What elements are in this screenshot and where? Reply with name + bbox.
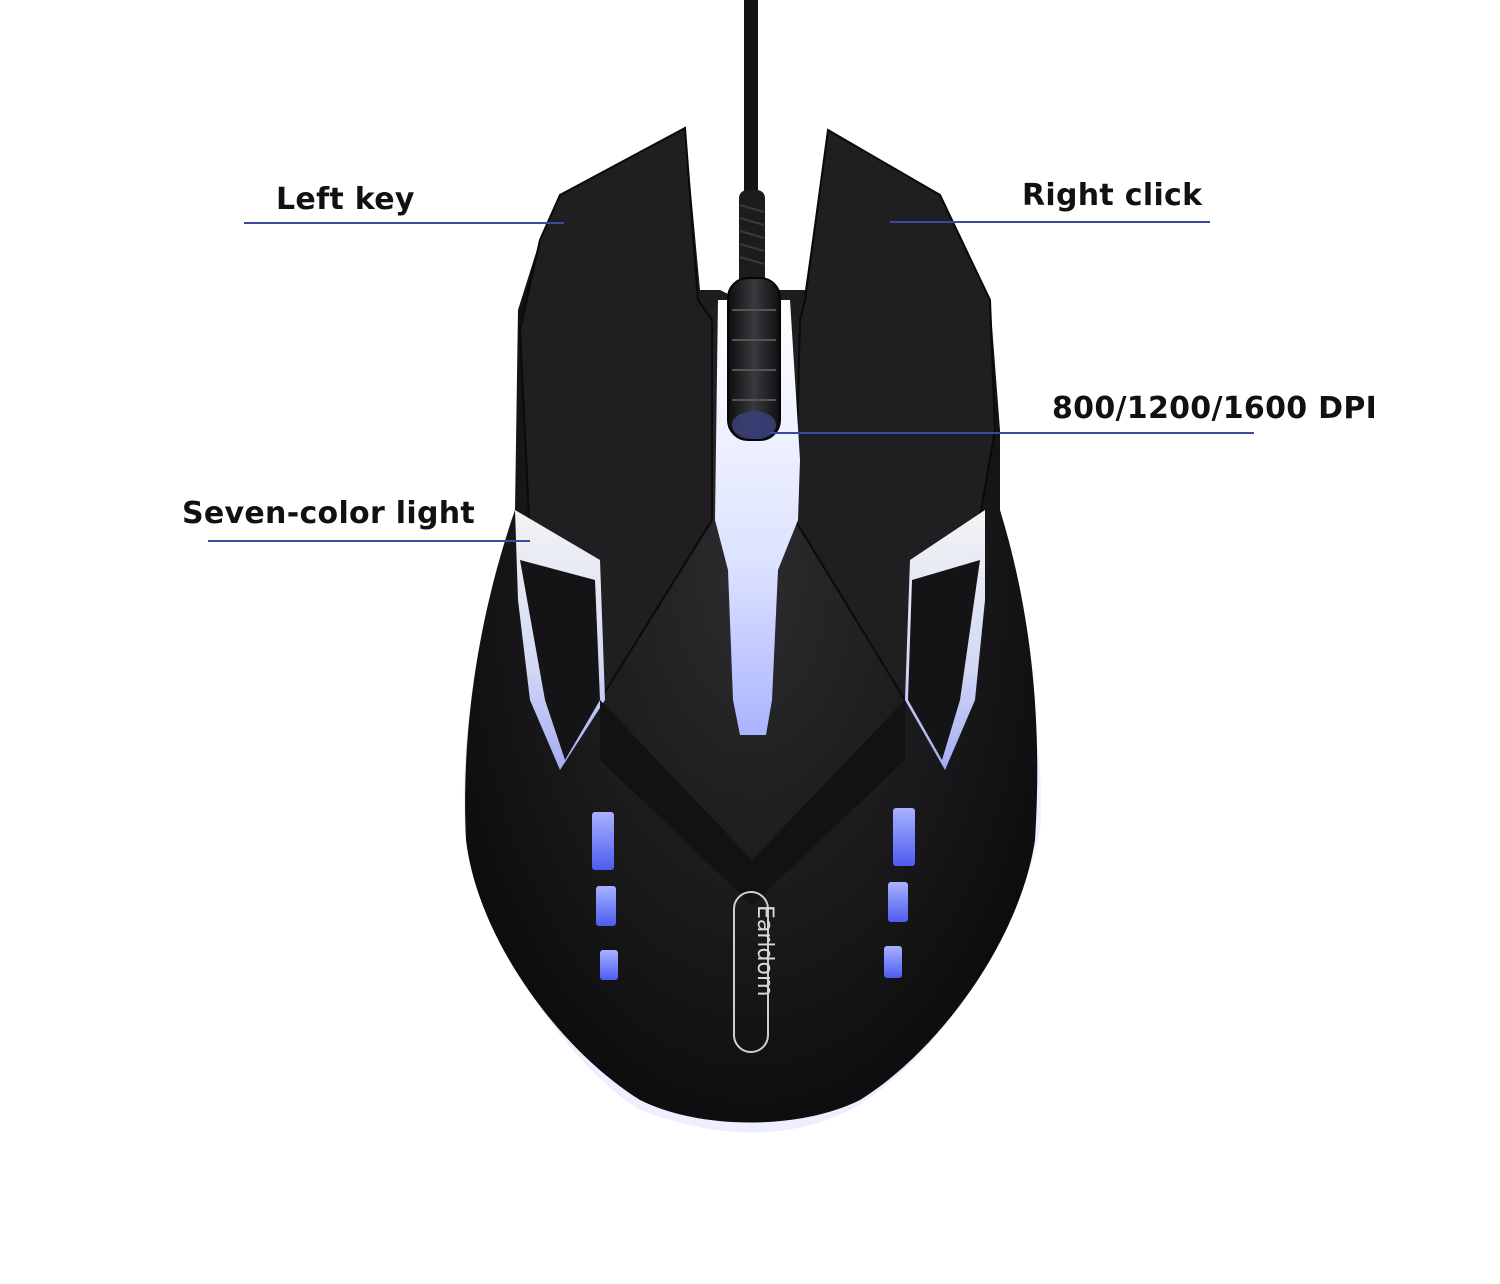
led-indicator <box>592 812 614 870</box>
callout-line-seven-color-light <box>208 540 530 542</box>
left-side-panel <box>520 560 600 760</box>
led-indicator <box>884 946 902 978</box>
right-led-group <box>884 808 915 978</box>
callout-line-right-click <box>890 221 1210 223</box>
cable <box>739 0 765 286</box>
led-indicator <box>893 808 915 866</box>
callout-right-click: Right click <box>1022 178 1203 213</box>
callout-line-dpi <box>770 432 1254 434</box>
callout-seven-color-light: Seven-color light <box>182 496 476 531</box>
callout-dpi: 800/1200/1600 DPI <box>1052 391 1378 426</box>
led-indicator <box>600 950 618 980</box>
led-indicator <box>888 882 908 922</box>
chevron-ridge <box>600 700 905 905</box>
callout-left-key: Left key <box>276 182 415 217</box>
brand-logo: Earldom <box>733 891 777 1053</box>
callout-line-left-key <box>244 222 564 224</box>
left-led-group <box>592 812 618 980</box>
right-side-panel <box>908 560 980 760</box>
scroll-wheel <box>727 277 781 441</box>
led-indicator <box>596 886 616 926</box>
brand-logo-text: Earldom <box>752 905 777 996</box>
